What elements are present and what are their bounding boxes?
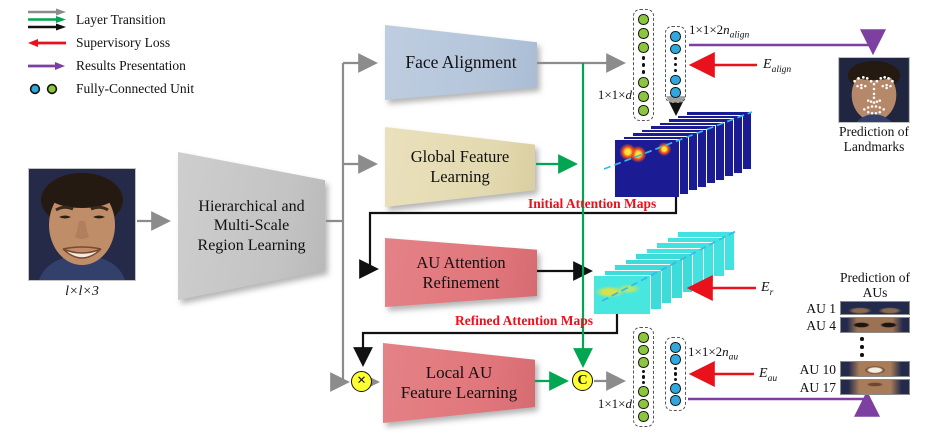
module-label: AU Attention <box>416 252 506 272</box>
ellipsis-dot <box>641 375 646 379</box>
fc-column-landmark-output <box>665 26 686 103</box>
fc-unit-dot <box>670 74 681 86</box>
dims-1x1x2n-align: 1×1×2nalign <box>689 22 750 41</box>
fc-column-au-output <box>665 337 686 411</box>
ellipsis-dot <box>673 372 678 376</box>
au1-image-strip <box>840 301 910 315</box>
loss-e-au: Eau <box>759 366 778 384</box>
au4-image-strip <box>840 317 910 333</box>
fc-unit-dot <box>670 354 681 365</box>
ellipsis-dot <box>641 56 646 60</box>
legend-row-layer-transition: Layer Transition <box>26 8 194 31</box>
fc-unit-dot <box>638 105 649 116</box>
module-label: Global Feature <box>410 147 510 167</box>
fc-unit-dot <box>670 383 681 394</box>
refined-attention-maps-label: Refined Attention Maps <box>455 313 593 328</box>
dims-1x1xd-top: 1×1×d <box>597 87 632 102</box>
au-prediction-block: Prediction of AUs AU 1 AU 4 AU 10 AU 17 <box>790 270 936 410</box>
ellipsis-dot <box>641 369 646 374</box>
au-ellipsis <box>860 337 864 357</box>
layer-transition-arrows-icon <box>26 8 70 31</box>
fc-unit-dot <box>638 344 649 356</box>
attention-map-panel <box>615 140 679 197</box>
au-row-label: AU 1 <box>806 301 836 316</box>
fc-unit-dot <box>638 77 649 88</box>
initial-attention-maps-label: Initial Attention Maps <box>528 196 657 211</box>
fc-column-align-features <box>633 9 654 121</box>
module-face-alignment: Face Alignment <box>385 25 537 100</box>
dims-1x1xd-bottom: 1×1×d <box>597 396 632 411</box>
input-face-image <box>28 168 136 281</box>
landmark-caption: Prediction of Landmarks <box>838 124 910 154</box>
legend: Layer Transition Supervisory Loss Result… <box>26 8 194 100</box>
results-presentation-arrow-icon <box>26 60 70 72</box>
legend-row-fc-unit: Fully-Connected Unit <box>26 77 194 100</box>
ellipsis-dot <box>673 366 678 371</box>
multiply-operator: × <box>351 371 372 392</box>
initial-attention-maps-stack <box>615 112 757 198</box>
module-label: Local AU <box>425 362 493 382</box>
loss-e-r: Er <box>761 280 774 298</box>
legend-label: Layer Transition <box>76 11 166 27</box>
ellipsis-dot <box>641 380 646 385</box>
ellipsis-dot <box>641 70 646 74</box>
fc-unit-dots-icon <box>26 82 70 96</box>
fc-unit-dot <box>638 357 649 368</box>
au-row-label: AU 10 <box>799 362 836 377</box>
refined-attention-maps-stack <box>594 228 736 316</box>
module-label: Face Alignment <box>405 52 517 72</box>
fc-unit-dot <box>638 14 649 25</box>
legend-label: Results Presentation <box>76 57 186 73</box>
supervisory-loss-arrow-icon <box>26 37 70 49</box>
ellipsis-dot <box>673 68 678 73</box>
legend-row-results-presentation: Results Presentation <box>26 54 194 77</box>
module-label: Hierarchical and <box>198 198 305 216</box>
fc-column-au-features <box>633 327 654 427</box>
landmark-prediction-image <box>838 57 910 123</box>
concat-operator: C <box>572 370 593 391</box>
legend-row-supervisory-loss: Supervisory Loss <box>26 31 194 54</box>
au10-image-strip <box>840 361 910 377</box>
fc-unit-dot <box>638 42 649 53</box>
loss-e-align: Ealign <box>763 57 792 75</box>
fc-unit-dot <box>670 342 681 353</box>
fc-unit-dot <box>638 386 649 397</box>
fc-unit-dot <box>670 395 681 406</box>
fc-unit-dot <box>638 411 649 422</box>
attention-map-panel <box>594 276 650 314</box>
fc-unit-dot <box>638 91 649 102</box>
ellipsis-dot <box>641 63 646 67</box>
input-dims-label: l×l×3 <box>65 284 99 299</box>
legend-label: Fully-Connected Unit <box>76 80 195 96</box>
au-row-label: AU 17 <box>799 380 836 395</box>
dims-1x1x2n-au: 1×1×2nau <box>688 344 739 363</box>
ellipsis-dot <box>673 56 678 61</box>
fc-unit-dot <box>638 398 649 410</box>
au-row-label: AU 4 <box>806 318 836 333</box>
au-title: Prediction of AUs <box>839 270 911 300</box>
fc-unit-dot <box>638 28 649 39</box>
legend-label: Supervisory Loss <box>76 34 171 50</box>
au17-image-strip <box>840 379 910 395</box>
fc-unit-dot <box>670 31 681 42</box>
fc-unit-dot <box>638 332 649 343</box>
ellipsis-dot <box>673 377 678 382</box>
ellipsis-dot <box>673 62 678 67</box>
fc-unit-dot <box>670 87 681 98</box>
fc-unit-dot <box>670 43 681 55</box>
